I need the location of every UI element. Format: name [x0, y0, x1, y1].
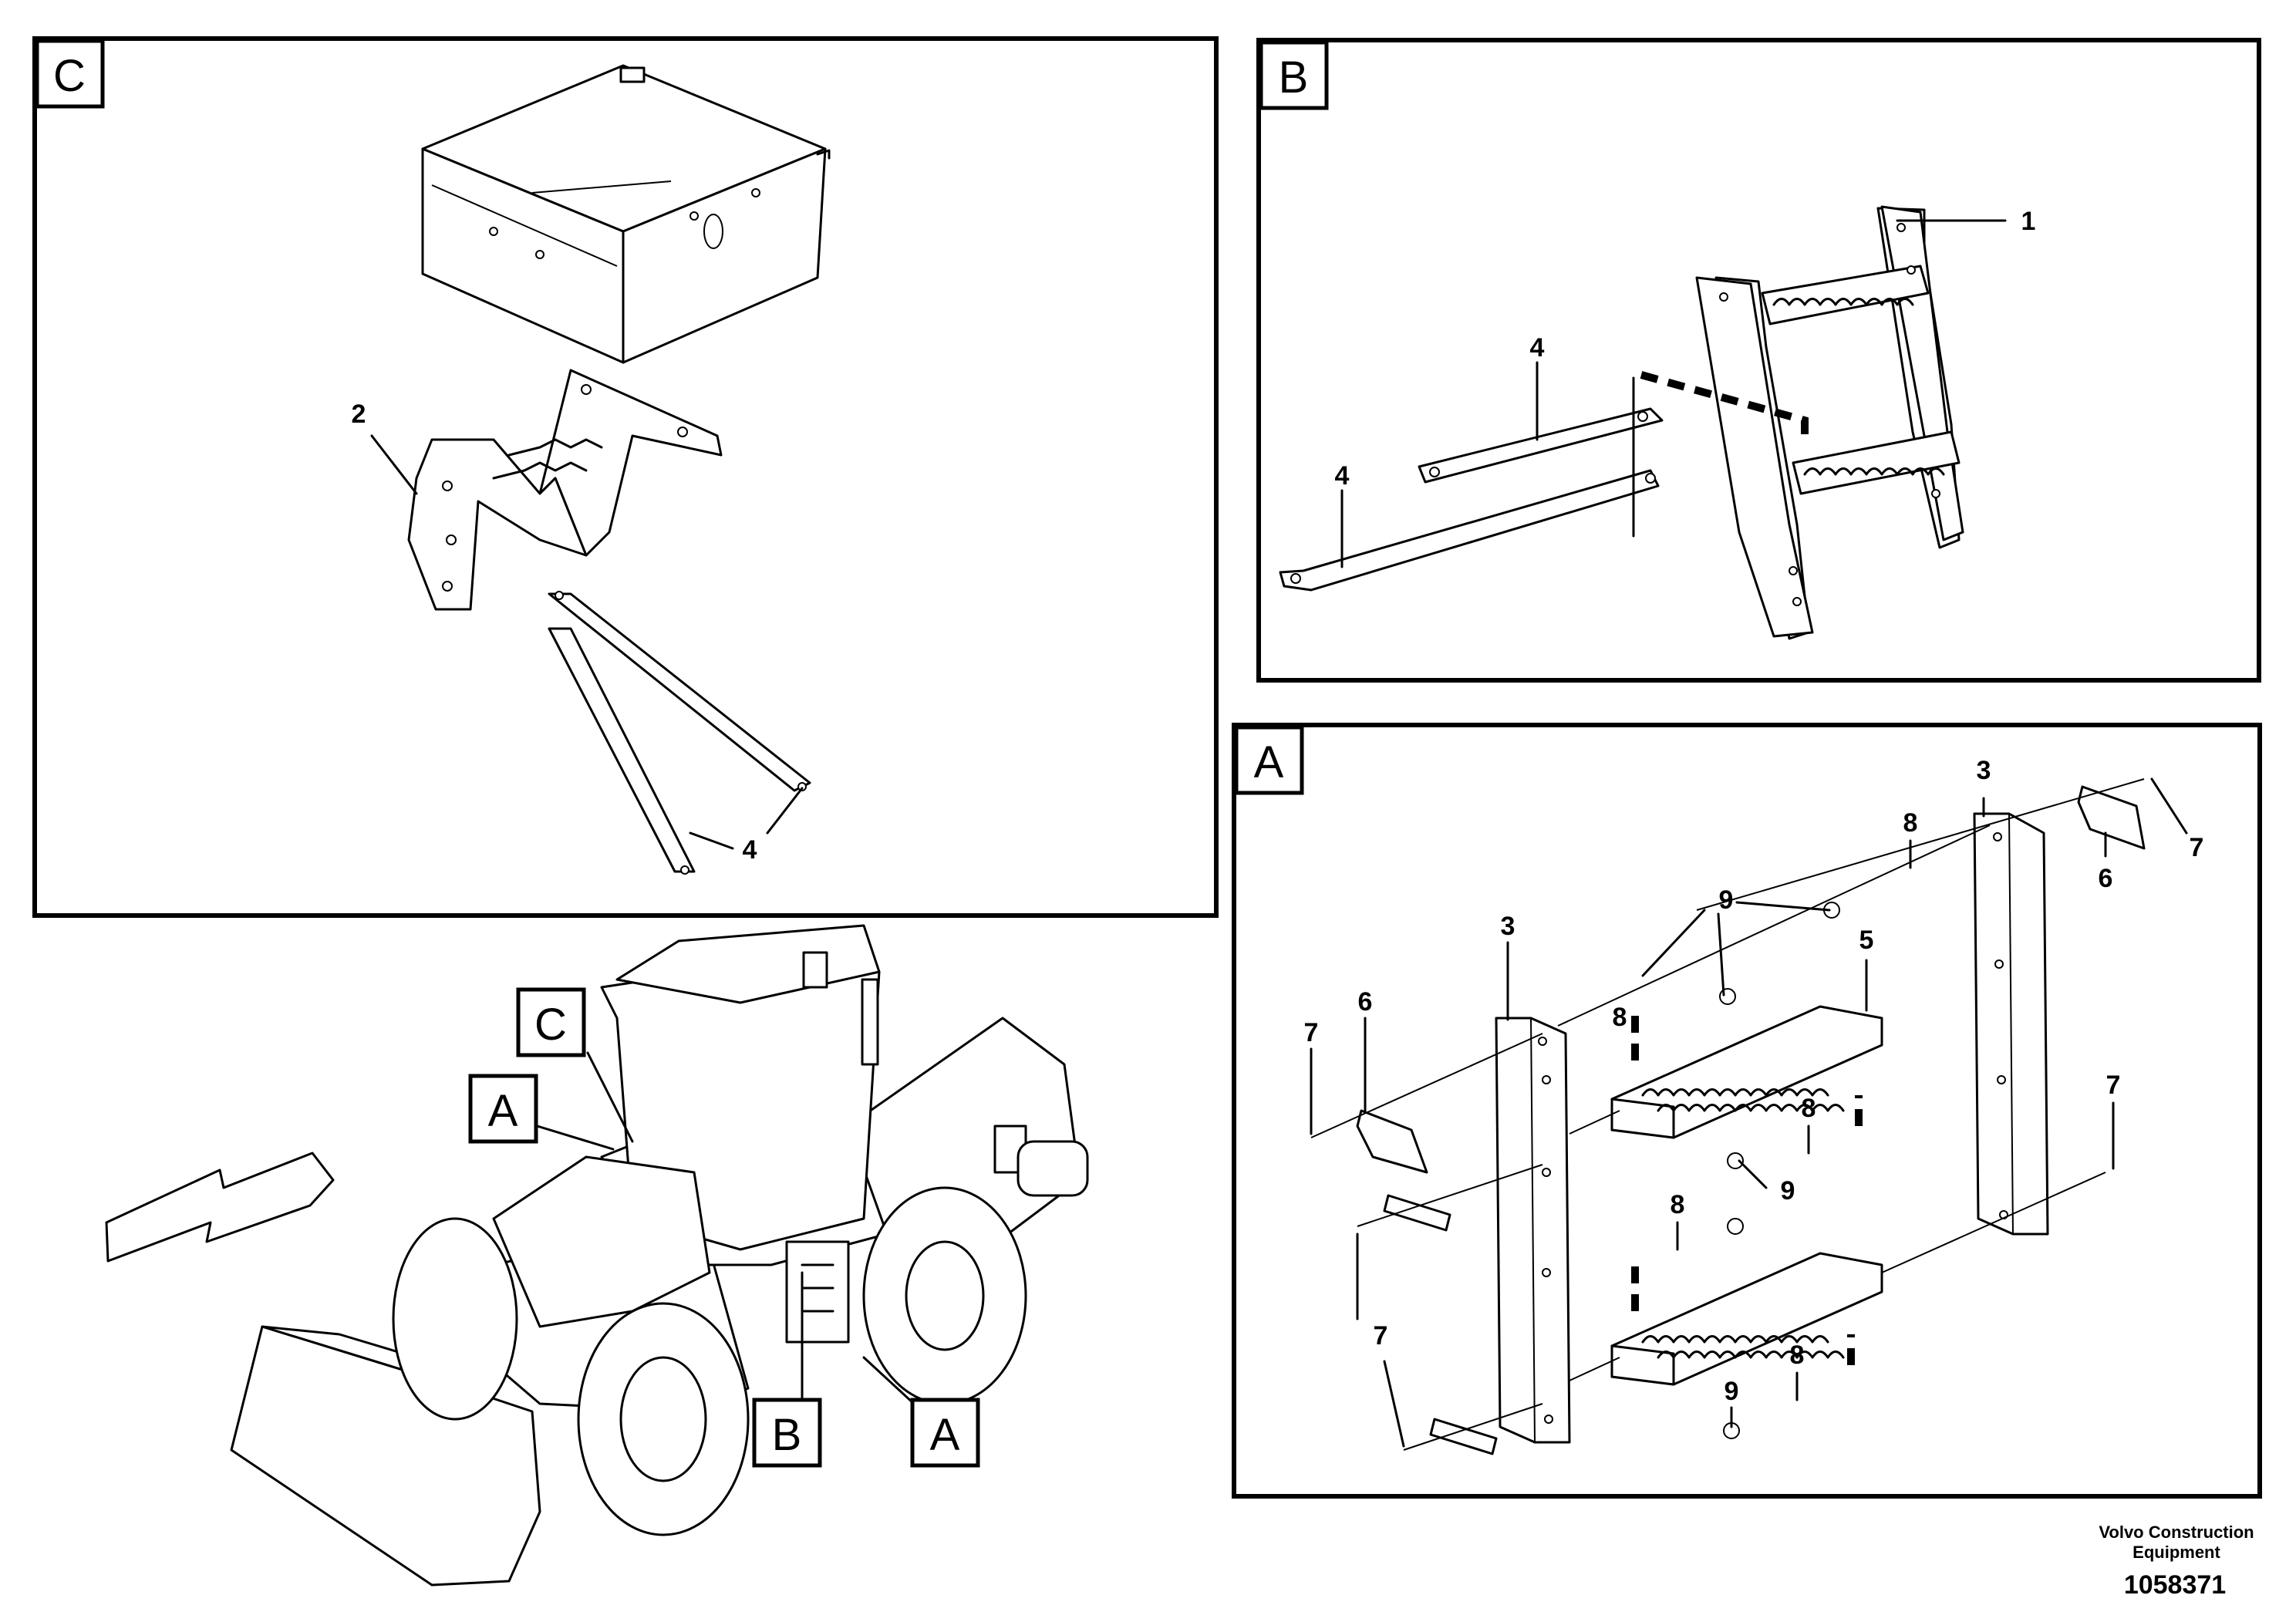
bracket-illustration	[407, 369, 723, 611]
callout-7: 7	[1374, 1321, 1388, 1351]
callout-4: 4	[1530, 333, 1545, 363]
bolt-illustration	[1727, 1152, 1744, 1169]
step-illustration	[1610, 1005, 1883, 1139]
overview-tag-a-top: A	[488, 1086, 518, 1136]
callout-4: 4	[743, 835, 757, 865]
panel-c: C	[32, 36, 1219, 918]
beam-illustration	[1495, 1017, 1571, 1444]
panel-c-tag: C	[53, 51, 86, 101]
panel-b: B 1	[1256, 38, 2261, 683]
company-name-line1: Volvo Construction	[2099, 1523, 2254, 1542]
callout-3: 3	[1977, 756, 1991, 785]
battery-box-illustration	[421, 64, 831, 364]
callout-2: 2	[352, 400, 366, 429]
callout-1: 1	[2021, 207, 2036, 236]
overview-tag-c: C	[534, 1000, 567, 1050]
strip-illustration	[1383, 1194, 1451, 1232]
callout-8: 8	[1613, 1003, 1627, 1032]
panel-a: A	[1232, 723, 2262, 1499]
callout-7: 7	[2190, 833, 2204, 862]
callout-5: 5	[1859, 926, 1874, 955]
company-name-line2: Equipment	[2132, 1543, 2220, 1562]
callout-3: 3	[1501, 912, 1515, 941]
footer: Volvo Construction Equipment 1058371	[2099, 1523, 2254, 1600]
overview-tag-a-bottom: A	[930, 1410, 960, 1460]
callout-8: 8	[1903, 808, 1918, 838]
bolt-illustration	[1727, 1218, 1744, 1235]
callout-9: 9	[1719, 885, 1734, 915]
wheel-loader-illustration	[230, 924, 1089, 1587]
leader-line	[766, 787, 804, 835]
drawing-number: 1058371	[2124, 1570, 2226, 1600]
beam-illustration	[1973, 812, 2049, 1236]
callout-4: 4	[1335, 461, 1350, 491]
callout-6: 6	[1358, 987, 1373, 1017]
callout-6: 6	[2099, 864, 2113, 893]
callout-8: 8	[1671, 1190, 1685, 1219]
panel-a-tag: A	[1254, 737, 1284, 787]
callout-7: 7	[2106, 1071, 2121, 1100]
plate-illustration	[1356, 1109, 1428, 1174]
panel-b-tag: B	[1279, 52, 1309, 103]
direction-arrow	[105, 1152, 335, 1263]
bolt-illustration	[1719, 988, 1736, 1005]
strip-illustration	[1429, 1418, 1498, 1455]
callout-7: 7	[1304, 1018, 1319, 1047]
strut-illustration	[1279, 407, 1664, 592]
callout-8: 8	[1790, 1340, 1805, 1370]
callout-9: 9	[1781, 1176, 1795, 1206]
leader-line	[689, 831, 734, 850]
leader-line	[370, 434, 418, 495]
strut-illustration	[548, 591, 811, 875]
callout-8: 8	[1802, 1094, 1816, 1123]
overview-tag-b: B	[772, 1410, 802, 1460]
plate-illustration	[2077, 785, 2146, 850]
step-illustration	[1610, 1252, 1883, 1386]
ladder-illustration	[1695, 205, 1964, 640]
callout-9: 9	[1725, 1377, 1739, 1406]
overview: C A B A	[105, 924, 1089, 1587]
